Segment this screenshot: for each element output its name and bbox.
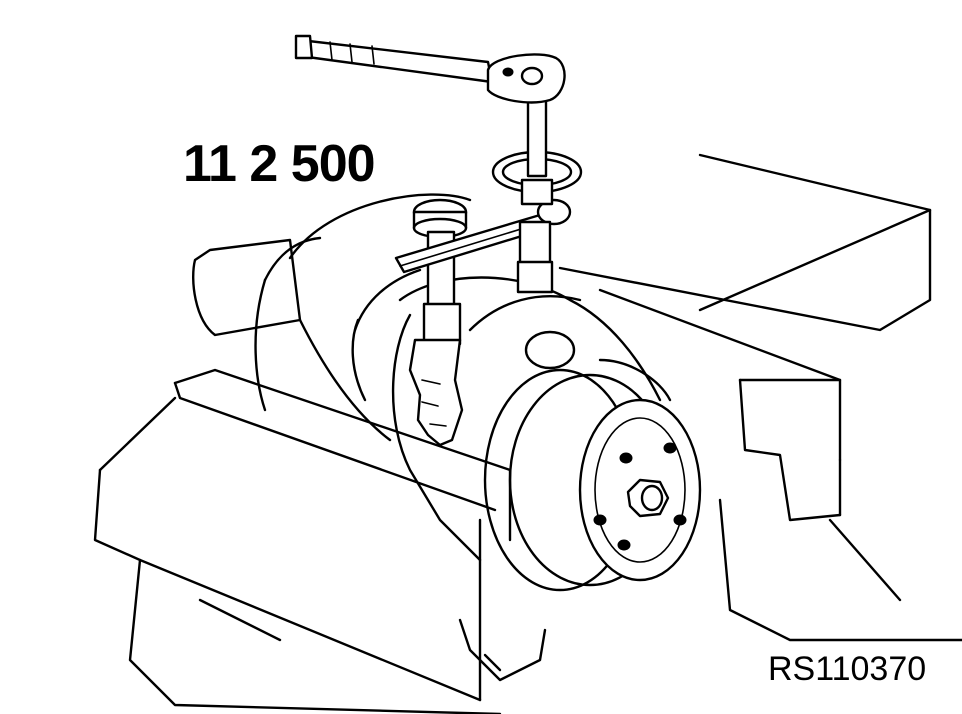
- bolt-hole: [617, 539, 631, 551]
- boss-hole: [524, 330, 576, 370]
- vise-body: [93, 153, 962, 714]
- bolt-hole: [673, 514, 687, 526]
- tool-number-label: 11 2 500: [183, 135, 376, 193]
- pulley-flange: [483, 368, 702, 592]
- bolt-hole: [663, 442, 677, 454]
- figure-reference-label: RS110370: [768, 650, 927, 688]
- bolt-hole: [619, 452, 633, 464]
- bolt-hole: [593, 514, 607, 526]
- ratchet-wrench: [294, 34, 566, 104]
- housing-flange: [192, 193, 472, 442]
- puller-tool: [394, 96, 583, 447]
